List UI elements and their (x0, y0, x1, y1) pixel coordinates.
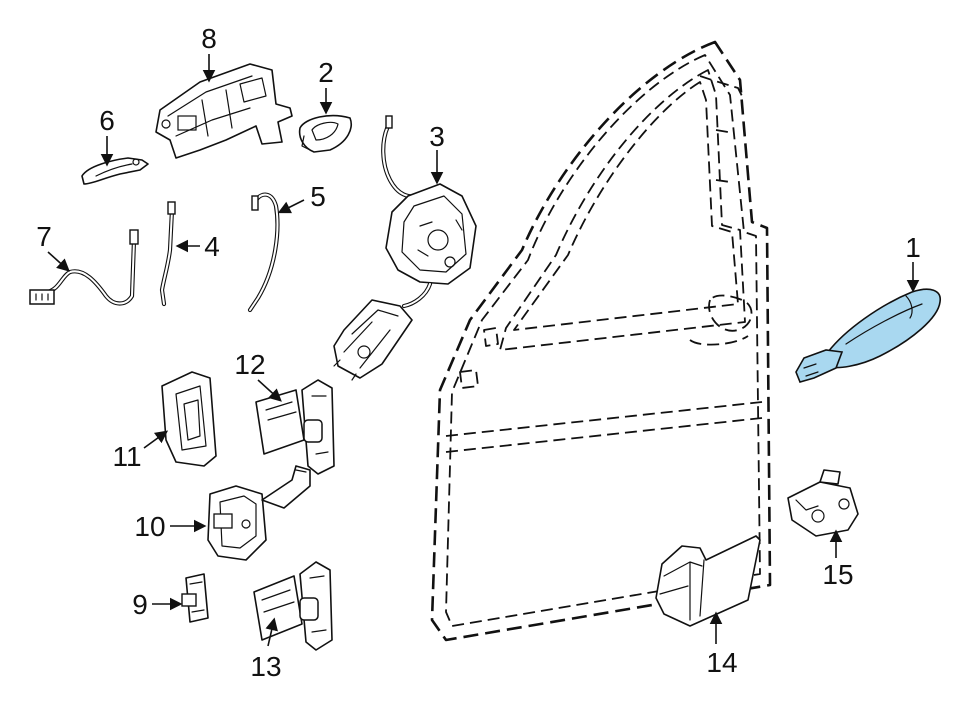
callout-arrows (47, 54, 920, 647)
part-5-rod[interactable] (247, 192, 280, 313)
callout-14: 14 (706, 647, 737, 678)
part-7-cable[interactable] (29, 229, 139, 306)
part-11-pad[interactable] (161, 371, 217, 467)
part-3-lock-actuator[interactable] (333, 115, 477, 381)
part-15-striker[interactable] (787, 469, 859, 537)
callout-4: 4 (204, 231, 220, 262)
part-2-lock-cylinder[interactable] (298, 114, 352, 153)
callout-10: 10 (134, 511, 165, 542)
part-12-upper-hinge[interactable] (255, 379, 335, 475)
door-outline (430, 40, 772, 642)
callout-6: 6 (99, 105, 115, 136)
arrow-11 (143, 430, 169, 449)
part-10-door-check[interactable] (207, 465, 311, 561)
part-6-lever[interactable] (81, 157, 149, 185)
arrow-5 (277, 199, 305, 214)
callout-15: 15 (822, 559, 853, 590)
callout-labels: 1 2 3 4 5 6 7 8 9 10 11 12 13 14 15 (36, 23, 921, 682)
part-13-lower-hinge[interactable] (253, 561, 333, 651)
part-1-outside-handle[interactable] (795, 288, 941, 383)
part-9-clip[interactable] (181, 573, 209, 623)
callout-1: 1 (905, 232, 921, 263)
callout-2: 2 (318, 57, 334, 88)
callout-9: 9 (132, 589, 148, 620)
arrow-12 (257, 379, 282, 402)
callout-8: 8 (201, 23, 217, 54)
callout-3: 3 (429, 121, 445, 152)
part-4-rod[interactable] (159, 201, 176, 307)
part-8-handle-carrier[interactable] (155, 63, 293, 159)
callout-11: 11 (112, 441, 141, 472)
callout-12: 12 (234, 349, 265, 380)
part-14-bracket[interactable] (655, 535, 761, 627)
callout-13: 13 (250, 651, 281, 682)
arrow-7 (47, 251, 70, 272)
callout-7: 7 (36, 221, 52, 252)
arrow-13 (265, 617, 278, 647)
callout-5: 5 (310, 181, 326, 212)
